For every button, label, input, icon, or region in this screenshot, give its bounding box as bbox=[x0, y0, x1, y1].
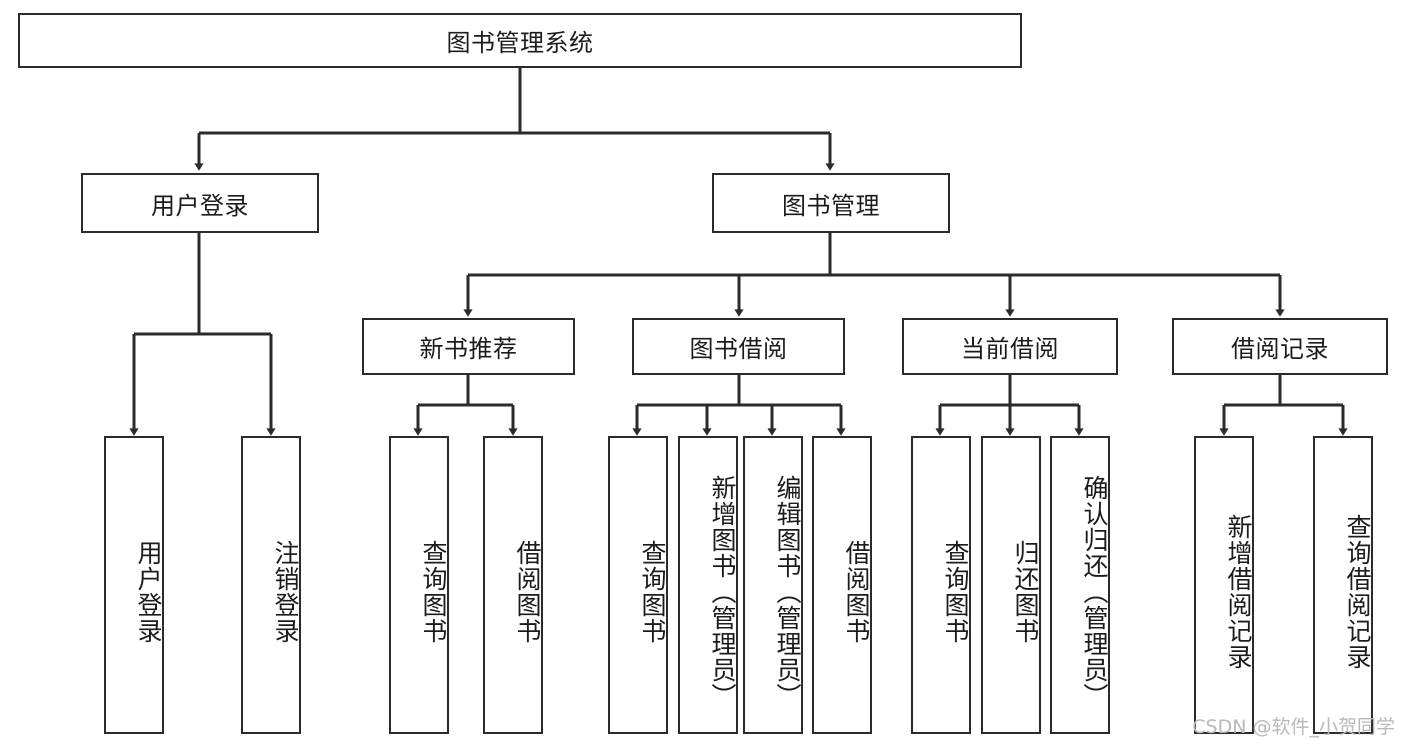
node-borrow-record-label: 借阅记录 bbox=[1231, 335, 1329, 363]
node-new-book-recommend[interactable]: 新书推荐 bbox=[362, 318, 575, 375]
node-user-login[interactable]: 用户登录 bbox=[81, 173, 319, 233]
leaf-return-book[interactable]: 归还图书 bbox=[981, 436, 1041, 734]
leaf-query-book-current-label: 查询图书 bbox=[941, 540, 970, 644]
leaf-query-book-recommend-label: 查询图书 bbox=[419, 540, 448, 644]
leaf-return-book-label: 归还图书 bbox=[1011, 540, 1040, 644]
node-book-borrow-label: 图书借阅 bbox=[689, 335, 788, 363]
leaf-edit-book[interactable]: 编辑图书（管理员） bbox=[743, 436, 803, 734]
leaf-query-book-recommend[interactable]: 查询图书 bbox=[389, 436, 449, 734]
leaf-confirm-return-label: 确认归还（管理员） bbox=[1080, 475, 1109, 709]
node-root[interactable]: 图书管理系统 bbox=[18, 13, 1022, 68]
node-current-borrow[interactable]: 当前借阅 bbox=[902, 318, 1118, 375]
leaf-query-borrow-record-label: 查询借阅记录 bbox=[1343, 514, 1372, 670]
leaf-add-borrow-record[interactable]: 新增借阅记录 bbox=[1194, 436, 1254, 734]
leaf-confirm-return[interactable]: 确认归还（管理员） bbox=[1050, 436, 1110, 734]
leaf-borrow-book-recommend-label: 借阅图书 bbox=[513, 540, 542, 644]
leaf-borrow-book-recommend[interactable]: 借阅图书 bbox=[483, 436, 543, 734]
leaf-borrow-book[interactable]: 借阅图书 bbox=[812, 436, 872, 734]
leaf-query-borrow-record[interactable]: 查询借阅记录 bbox=[1313, 436, 1373, 734]
node-new-book-recommend-label: 新书推荐 bbox=[419, 335, 518, 363]
leaf-edit-book-label: 编辑图书（管理员） bbox=[773, 475, 802, 709]
leaf-query-book-borrow[interactable]: 查询图书 bbox=[608, 436, 668, 734]
leaf-borrow-book-label: 借阅图书 bbox=[842, 540, 871, 644]
node-current-borrow-label: 当前借阅 bbox=[961, 335, 1059, 363]
node-user-login-label: 用户登录 bbox=[151, 191, 249, 220]
leaf-query-book-current[interactable]: 查询图书 bbox=[911, 436, 971, 734]
leaf-query-book-borrow-label: 查询图书 bbox=[638, 540, 667, 644]
node-book-manage-label: 图书管理 bbox=[782, 191, 880, 220]
node-book-borrow[interactable]: 图书借阅 bbox=[632, 318, 845, 375]
node-root-label: 图书管理系统 bbox=[446, 29, 594, 57]
leaf-user-login[interactable]: 用户登录 bbox=[104, 436, 164, 734]
node-borrow-record[interactable]: 借阅记录 bbox=[1172, 318, 1388, 375]
leaf-logout[interactable]: 注销登录 bbox=[241, 436, 301, 734]
leaf-add-book[interactable]: 新增图书（管理员） bbox=[678, 436, 738, 734]
leaf-add-book-label: 新增图书（管理员） bbox=[708, 475, 737, 709]
leaf-add-borrow-record-label: 新增借阅记录 bbox=[1224, 514, 1253, 670]
leaf-user-login-label: 用户登录 bbox=[134, 540, 163, 644]
node-book-manage[interactable]: 图书管理 bbox=[712, 173, 950, 233]
leaf-logout-label: 注销登录 bbox=[271, 540, 300, 644]
